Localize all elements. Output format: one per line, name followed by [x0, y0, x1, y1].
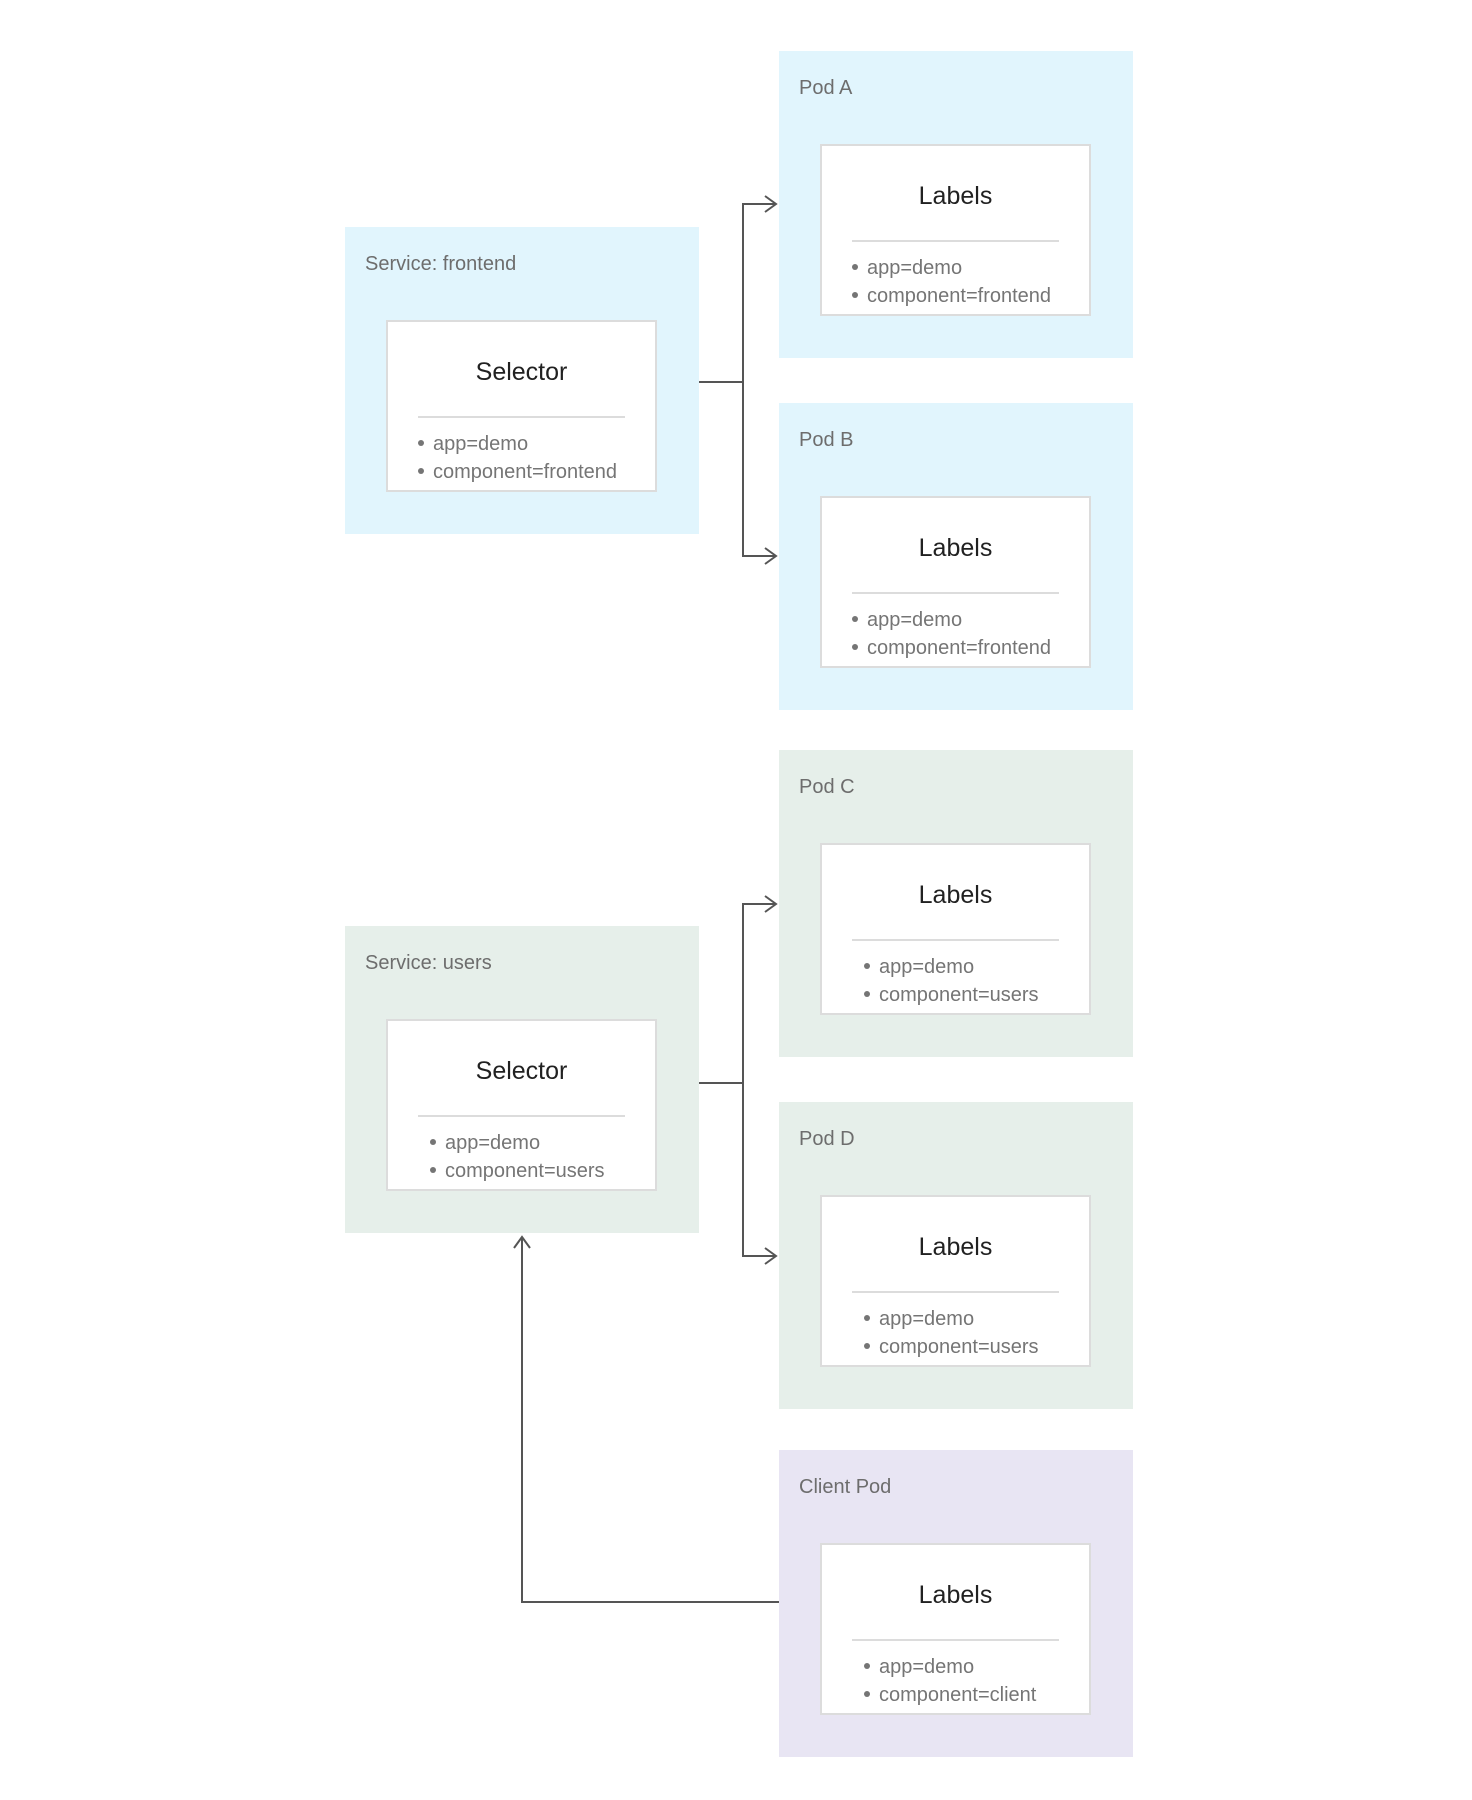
arrowhead [764, 547, 778, 565]
selector-item: app=demo [418, 430, 617, 458]
pod-a-title: Pod A [799, 77, 853, 99]
label-item: app=demo [864, 1305, 1039, 1333]
edge-client-users [521, 1237, 779, 1603]
labels-list: app=demo component=users [864, 953, 1039, 1009]
pod-b-box: Pod B Labels app=demo component=frontend [779, 403, 1133, 710]
labels-list: app=demo component=frontend [852, 606, 1051, 662]
pod-c-title: Pod C [799, 776, 855, 798]
card-divider [418, 416, 625, 418]
selector-list: app=demo component=users [430, 1129, 605, 1185]
labels-card-title: Labels [918, 1581, 993, 1609]
selector-list: app=demo component=frontend [418, 430, 617, 486]
selector-card: Selector app=demo component=users [386, 1019, 657, 1191]
label-item: component=client [864, 1681, 1036, 1709]
edge-frontend-pod-b [742, 382, 776, 557]
labels-card: Labels app=demo component=users [820, 1195, 1091, 1367]
card-divider [852, 240, 1059, 242]
card-divider [852, 1639, 1059, 1641]
label-item: app=demo [864, 1653, 1036, 1681]
label-item: app=demo [852, 254, 1051, 282]
service-frontend-title: Service: frontend [365, 253, 517, 275]
selector-item: app=demo [430, 1129, 605, 1157]
arrowhead [764, 195, 778, 213]
labels-card: Labels app=demo component=frontend [820, 496, 1091, 668]
arrowhead [513, 1235, 531, 1249]
edge-users-pod-d [742, 1083, 776, 1257]
labels-list: app=demo component=users [864, 1305, 1039, 1361]
pod-d-title: Pod D [799, 1128, 855, 1150]
arrowhead [764, 895, 778, 913]
arrowhead [764, 1247, 778, 1265]
labels-card: Labels app=demo component=users [820, 843, 1091, 1015]
labels-card: Labels app=demo component=frontend [820, 144, 1091, 316]
label-item: component=users [864, 981, 1039, 1009]
label-item: component=frontend [852, 634, 1051, 662]
pod-c-box: Pod C Labels app=demo component=users [779, 750, 1133, 1057]
card-divider [418, 1115, 625, 1117]
selector-card: Selector app=demo component=frontend [386, 320, 657, 492]
selector-item: component=frontend [418, 458, 617, 486]
client-pod-title: Client Pod [799, 1476, 892, 1498]
labels-card-title: Labels [918, 881, 993, 909]
label-item: app=demo [864, 953, 1039, 981]
pod-b-title: Pod B [799, 429, 854, 451]
selector-item: component=users [430, 1157, 605, 1185]
edge-users-pod-c [699, 903, 776, 1084]
service-users-title: Service: users [365, 952, 492, 974]
labels-card-title: Labels [918, 534, 993, 562]
labels-card-title: Labels [918, 1233, 993, 1261]
card-divider [852, 592, 1059, 594]
labels-card-title: Labels [918, 182, 993, 210]
service-frontend-box: Service: frontend Selector app=demo comp… [345, 227, 699, 534]
card-divider [852, 939, 1059, 941]
labels-list: app=demo component=client [864, 1653, 1036, 1709]
selector-card-title: Selector [475, 358, 568, 386]
labels-list: app=demo component=frontend [852, 254, 1051, 310]
edge-frontend-pod-a [699, 203, 776, 383]
pod-d-box: Pod D Labels app=demo component=users [779, 1102, 1133, 1409]
labels-card: Labels app=demo component=client [820, 1543, 1091, 1715]
service-users-box: Service: users Selector app=demo compone… [345, 926, 699, 1233]
client-pod-box: Client Pod Labels app=demo component=cli… [779, 1450, 1133, 1757]
selector-card-title: Selector [475, 1057, 568, 1085]
label-item: component=frontend [852, 282, 1051, 310]
pod-a-box: Pod A Labels app=demo component=frontend [779, 51, 1133, 358]
label-item: component=users [864, 1333, 1039, 1361]
card-divider [852, 1291, 1059, 1293]
label-item: app=demo [852, 606, 1051, 634]
